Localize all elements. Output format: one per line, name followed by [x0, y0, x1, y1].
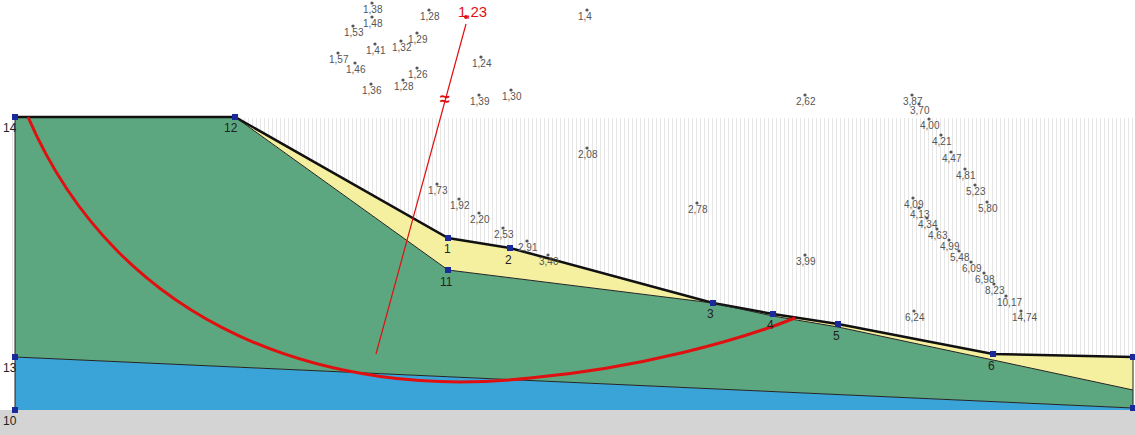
- factor-value: 1,24: [472, 59, 491, 69]
- point-markers: [12, 114, 1135, 413]
- factor-value: 6,98: [975, 275, 994, 285]
- point-number: 10: [3, 415, 16, 427]
- factor-value: 6,24: [905, 313, 924, 323]
- factor-value: 1,48: [363, 19, 382, 29]
- factor-value: 1,41: [366, 46, 385, 56]
- factor-value: 4,21: [932, 137, 951, 147]
- terrain-line: [15, 117, 1133, 357]
- factor-value: 10,17: [997, 298, 1022, 308]
- factor-value: 2,78: [688, 205, 707, 215]
- factor-value: 4,99: [940, 242, 959, 252]
- point-number: 1: [444, 243, 451, 255]
- factor-value: 8,23: [985, 286, 1004, 296]
- factor-value: 1,53: [344, 28, 363, 38]
- factor-value: 1,92: [450, 201, 469, 211]
- safety-factor: 1,23: [458, 4, 487, 19]
- factor-value: 1,4: [578, 12, 592, 22]
- factor-value: 1,28: [394, 82, 413, 92]
- factor-value: 2,53: [494, 230, 513, 240]
- factor-value: 3,70: [910, 106, 929, 116]
- base-strip: [0, 410, 1135, 435]
- layer-boundary: [15, 357, 1133, 408]
- factor-value: 5,48: [950, 253, 969, 263]
- factor-value: 2,20: [470, 215, 489, 225]
- point-number: 12: [224, 122, 237, 134]
- factor-value: 1,36: [362, 86, 381, 96]
- layer-boundary: [235, 117, 1133, 390]
- factor-value: 1,46: [346, 65, 365, 75]
- factor-value: 1,32: [392, 43, 411, 53]
- point-number: 4: [767, 319, 774, 331]
- factor-value: 2,91: [518, 243, 537, 253]
- factor-value: 3,99: [796, 257, 815, 267]
- radius-line: [376, 24, 466, 354]
- factor-value: 1,57: [329, 55, 348, 65]
- factor-value: 1,28: [420, 12, 439, 22]
- fill-layer: [235, 117, 1133, 390]
- factor-value: 2,62: [796, 97, 815, 107]
- point-number: 3: [707, 308, 714, 320]
- factor-value: 1,73: [428, 186, 447, 196]
- factor-value: 4,34: [918, 220, 937, 230]
- factor-value: 1,26: [408, 70, 427, 80]
- factor-value: 1,38: [363, 5, 382, 15]
- boundary-line: [1133, 357, 1134, 410]
- point-number: 5: [833, 330, 840, 342]
- factor-value: 4,63: [928, 231, 947, 241]
- point-number: 14: [3, 122, 16, 134]
- factor-value: 4,00: [920, 121, 939, 131]
- factor-value: 1,30: [502, 92, 521, 102]
- factor-value: 4,13: [910, 210, 929, 220]
- point-number: 11: [440, 276, 452, 288]
- factor-value: 4,09: [904, 200, 923, 210]
- point-number: 2: [505, 254, 512, 266]
- factor-value: 2,08: [578, 150, 597, 160]
- factor-value: 5,80: [978, 204, 997, 214]
- break-symbol: ≈: [440, 90, 450, 108]
- factor-value: 4,47: [942, 154, 961, 164]
- clay-layer: [15, 117, 1133, 408]
- factor-value: 4,81: [956, 171, 975, 181]
- factor-value: 14,74: [1012, 313, 1037, 323]
- point-number: 6: [988, 360, 995, 372]
- factor-value: 6,09: [962, 264, 981, 274]
- factor-value: 5,23: [966, 187, 985, 197]
- factor-value: 1,39: [470, 97, 489, 107]
- point-number: 13: [3, 362, 16, 374]
- factor-value: 3,40: [539, 257, 558, 267]
- slip-surface: [28, 117, 795, 382]
